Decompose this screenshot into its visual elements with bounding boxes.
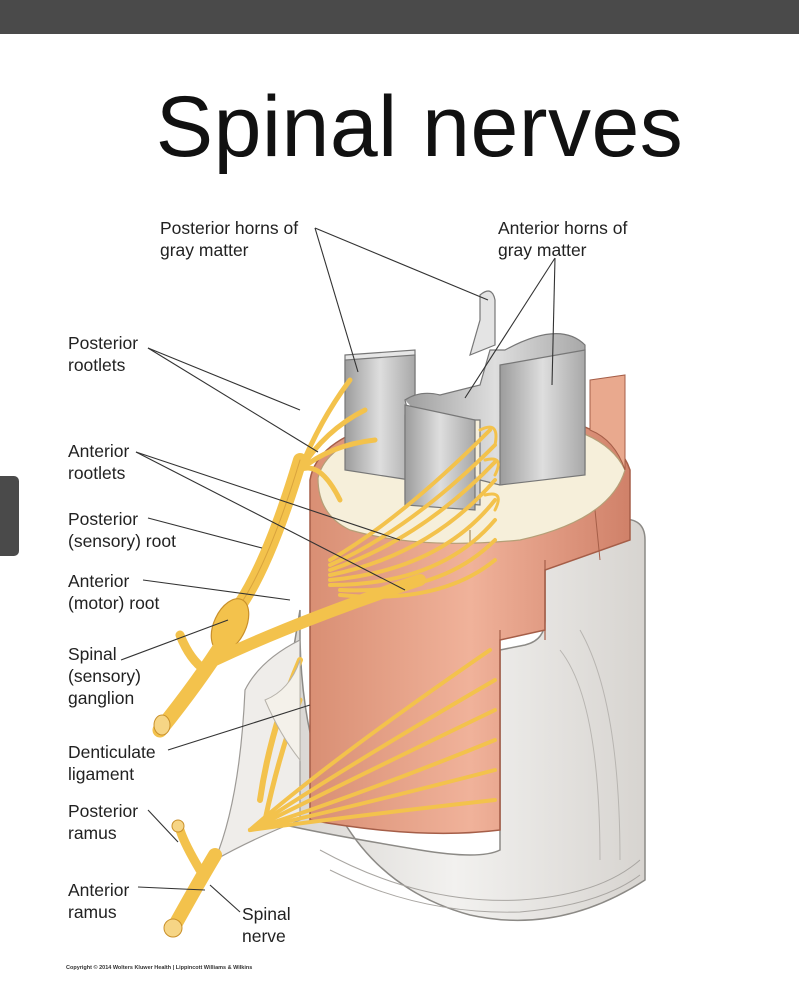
label-posterior-horns: Posterior horns of gray matter — [160, 218, 299, 260]
side-tab[interactable] — [0, 476, 19, 556]
label-denticulate-ligament: Denticulate ligament — [68, 742, 156, 784]
label-anterior-horns: Anterior horns of gray matter — [498, 218, 628, 260]
leader-lines — [120, 227, 556, 913]
dura-mater — [264, 518, 646, 922]
denticulate-ligament — [264, 659, 301, 762]
label-posterior-ramus: Posterior ramus — [68, 801, 139, 843]
label-spinal-ganglion: Spinal (sensory) ganglion — [68, 644, 141, 708]
label-posterior-root: Posterior (sensory) root — [68, 509, 176, 551]
page-title: Spinal nerves — [155, 79, 684, 175]
label-anterior-rootlets: Anterior rootlets — [68, 441, 130, 483]
label-spinal-nerve: Spinal nerve — [242, 904, 291, 946]
copyright-notice: Copyright © 2014 Wolters Kluwer Health |… — [66, 965, 253, 971]
label-anterior-root: Anterior (motor) root — [68, 571, 160, 613]
label-anterior-ramus: Anterior ramus — [68, 880, 130, 922]
label-posterior-rootlets: Posterior rootlets — [68, 333, 139, 375]
top-bar — [0, 0, 799, 34]
gray-matter — [344, 290, 586, 511]
